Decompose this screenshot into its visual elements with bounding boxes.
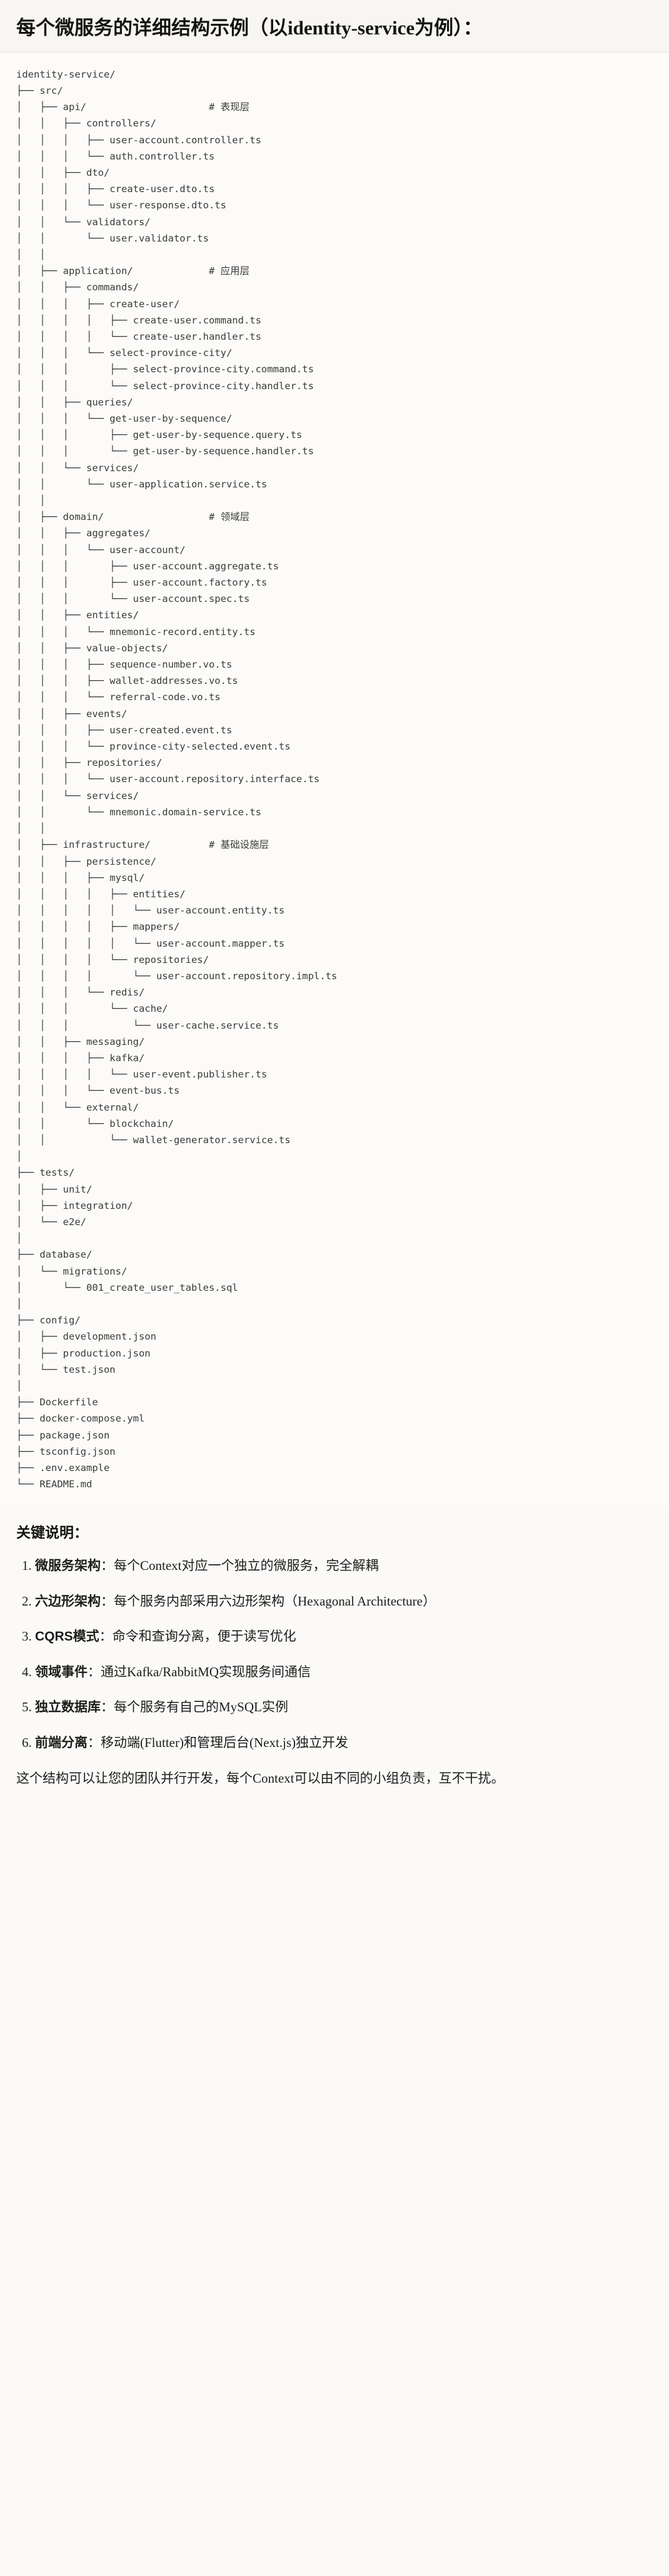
key-notes-block: 关键说明： 微服务架构：每个Context对应一个独立的微服务，完全解耦六边形架… bbox=[0, 1509, 669, 1808]
key-note-separator: ： bbox=[99, 1629, 113, 1644]
title-block: 每个微服务的详细结构示例（以identity-service为例）： bbox=[0, 0, 669, 53]
key-note-description: 每个服务内部采用六边形架构（Hexagonal Architecture） bbox=[114, 1593, 436, 1609]
key-note-term: CQRS模式 bbox=[35, 1629, 99, 1644]
key-note-item: CQRS模式：命令和查询分离，便于读写优化 bbox=[35, 1627, 653, 1646]
key-note-separator: ： bbox=[101, 1593, 114, 1609]
key-note-term: 前端分离 bbox=[35, 1735, 88, 1750]
page-title: 每个微服务的详细结构示例（以identity-service为例）： bbox=[16, 17, 483, 39]
key-note-separator: ： bbox=[101, 1699, 114, 1715]
key-note-item: 六边形架构：每个服务内部采用六边形架构（Hexagonal Architectu… bbox=[35, 1592, 653, 1611]
key-note-description: 通过Kafka/RabbitMQ实现服务间通信 bbox=[101, 1664, 311, 1679]
key-note-term: 领域事件 bbox=[35, 1664, 88, 1679]
document-page: 每个微服务的详细结构示例（以identity-service为例）： ident… bbox=[0, 0, 669, 1807]
key-note-separator: ： bbox=[88, 1734, 101, 1750]
directory-tree: identity-service/ ├── src/ │ ├── api/ # … bbox=[16, 68, 338, 1490]
key-note-item: 独立数据库：每个服务有自己的MySQL实例 bbox=[35, 1698, 653, 1717]
key-note-term: 六边形架构 bbox=[35, 1594, 101, 1609]
closing-paragraph: 这个结构可以让您的团队并行开发，每个Context可以由不同的小组负责，互不干扰… bbox=[16, 1770, 505, 1786]
key-note-separator: ： bbox=[88, 1664, 101, 1679]
key-notes-list: 微服务架构：每个Context对应一个独立的微服务，完全解耦六边形架构：每个服务… bbox=[16, 1556, 653, 1753]
key-note-term: 微服务架构 bbox=[35, 1559, 101, 1574]
key-notes-heading: 关键说明： bbox=[16, 1524, 88, 1541]
key-note-description: 每个服务有自己的MySQL实例 bbox=[114, 1699, 288, 1715]
key-note-description: 命令和查询分离，便于读写优化 bbox=[112, 1629, 296, 1644]
key-note-description: 移动端(Flutter)和管理后台(Next.js)独立开发 bbox=[101, 1734, 349, 1750]
key-note-term: 独立数据库 bbox=[35, 1700, 101, 1715]
key-note-item: 领域事件：通过Kafka/RabbitMQ实现服务间通信 bbox=[35, 1662, 653, 1682]
key-note-item: 微服务架构：每个Context对应一个独立的微服务，完全解耦 bbox=[35, 1556, 653, 1576]
key-note-item: 前端分离：移动端(Flutter)和管理后台(Next.js)独立开发 bbox=[35, 1733, 653, 1753]
key-note-description: 每个Context对应一个独立的微服务，完全解耦 bbox=[114, 1558, 379, 1574]
directory-tree-block: identity-service/ ├── src/ │ ├── api/ # … bbox=[0, 52, 669, 1509]
key-note-separator: ： bbox=[101, 1558, 114, 1574]
